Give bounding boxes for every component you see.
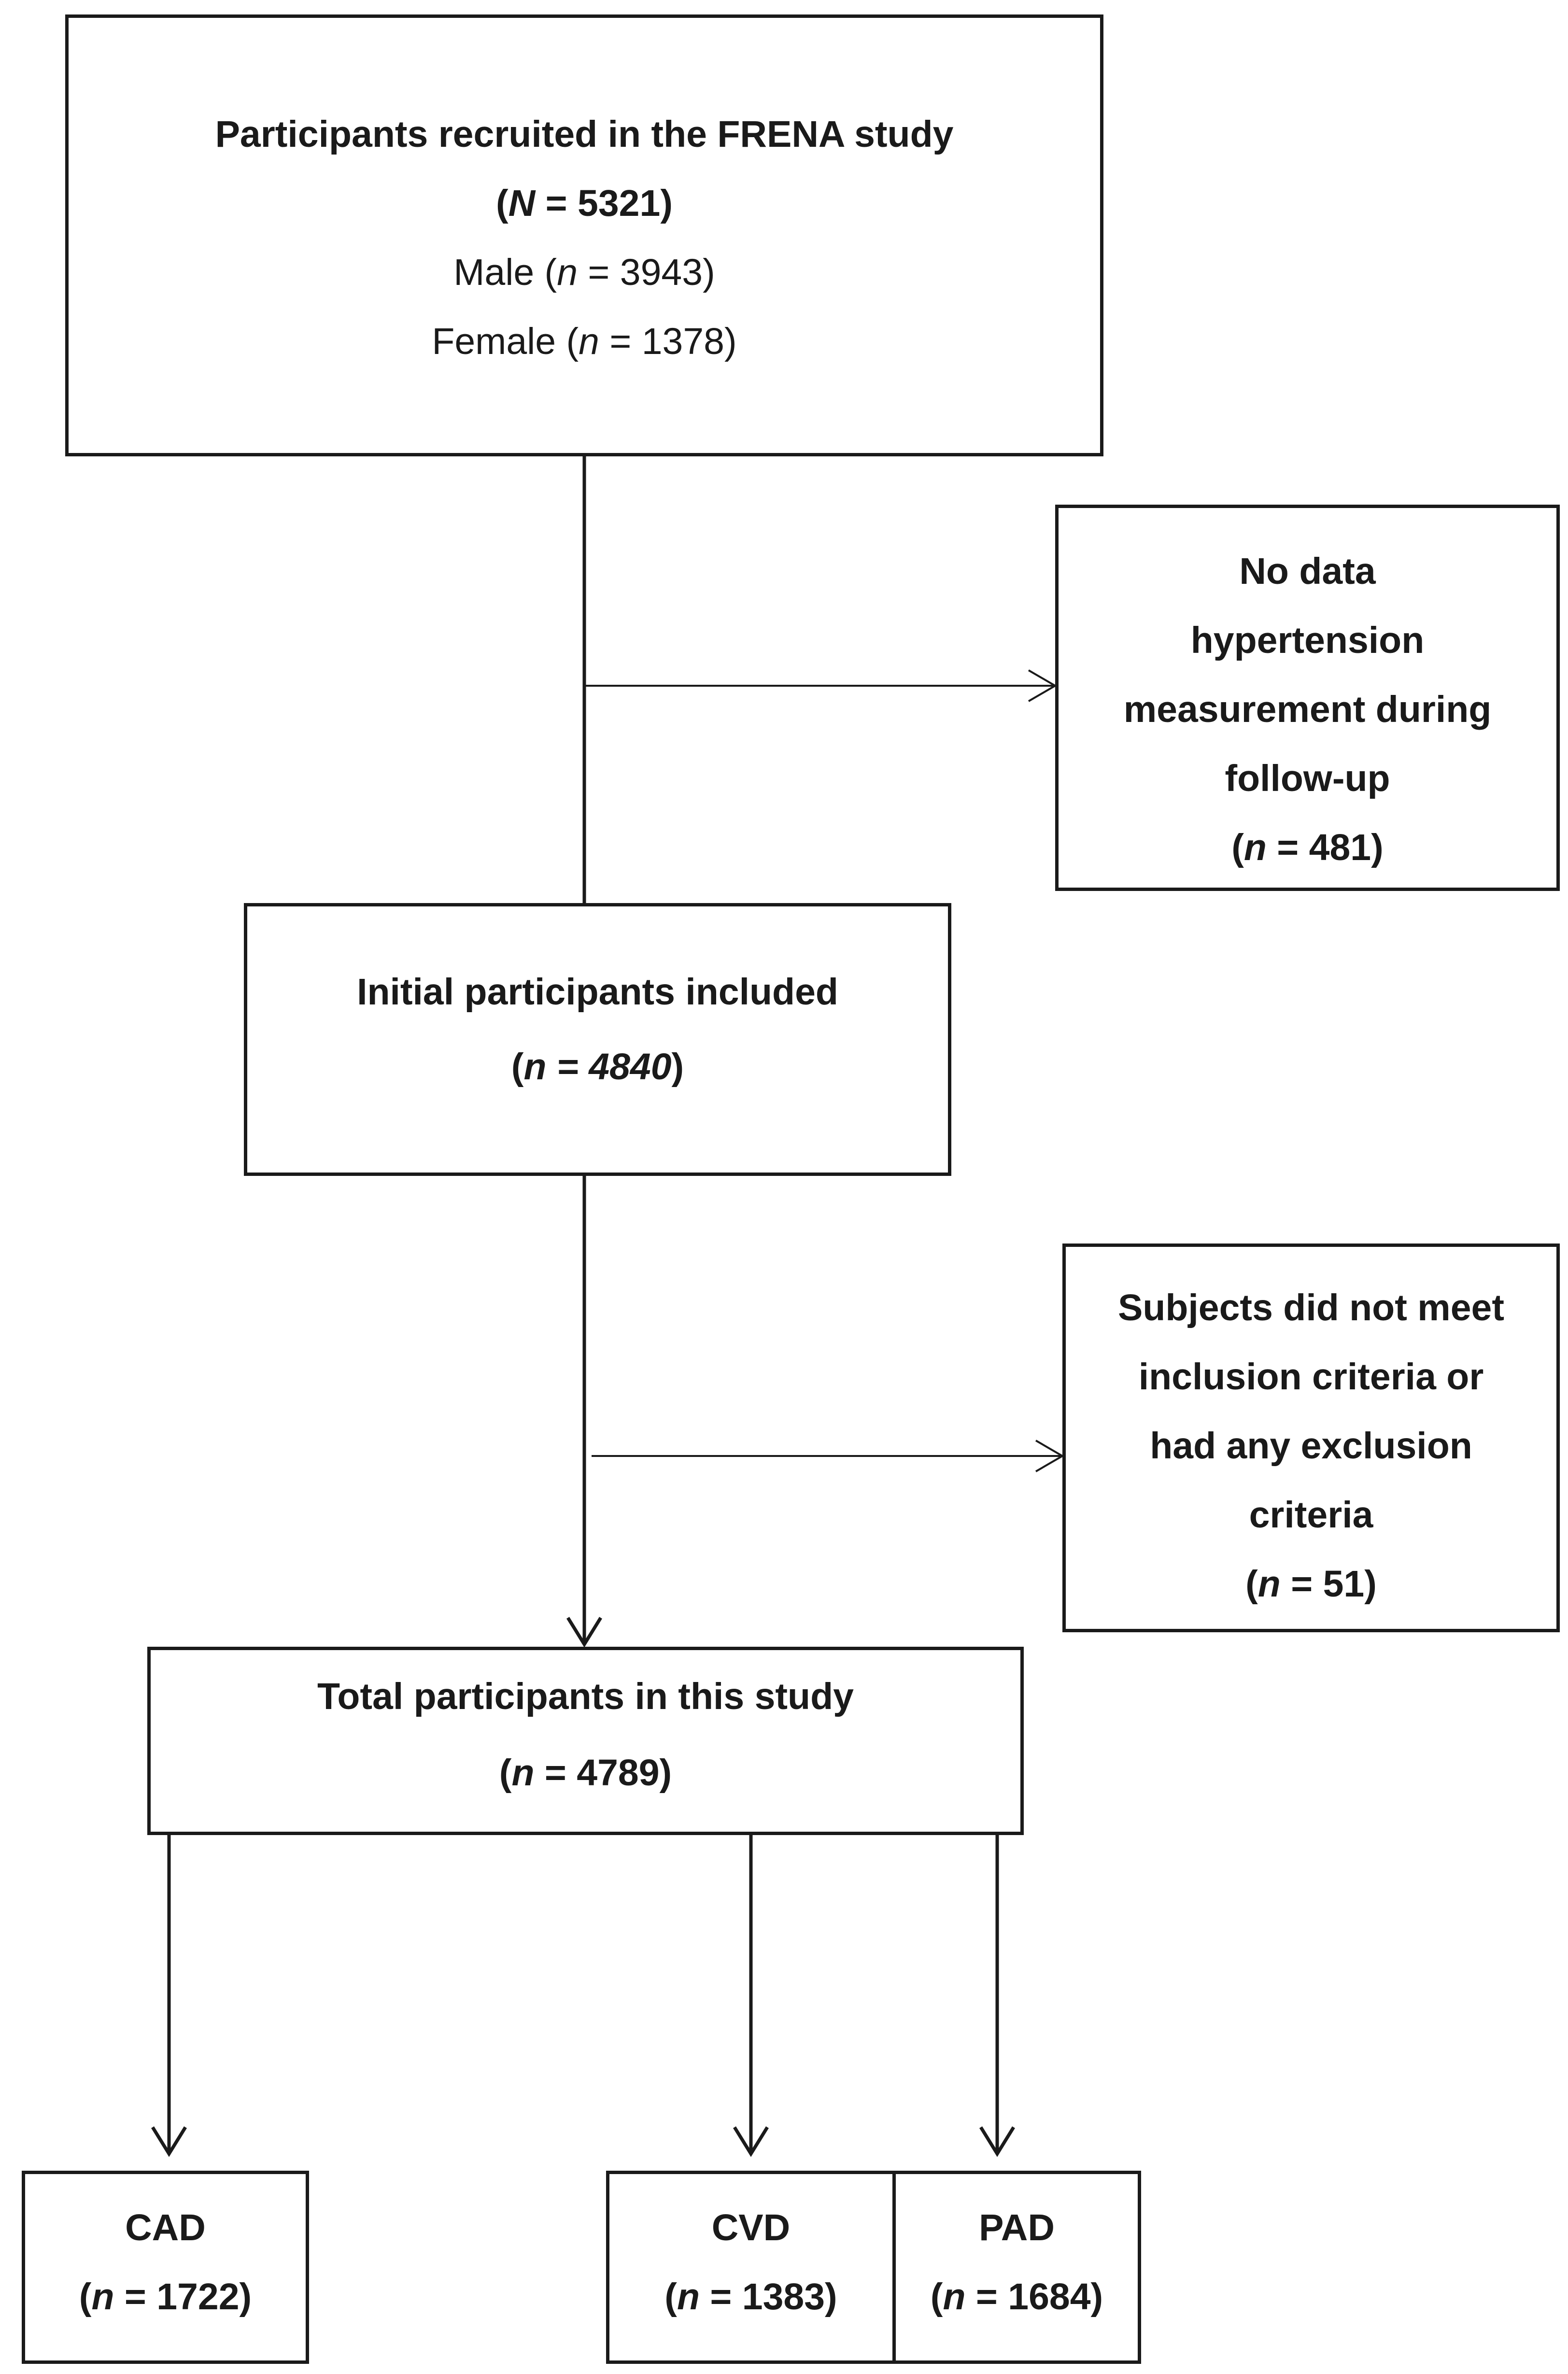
recruited-total: (N = 5321)	[496, 183, 673, 224]
recruited-box: Participants recruited in the FRENA stud…	[65, 14, 1103, 456]
exclusion-1-line: hypertension	[1190, 620, 1425, 661]
cvd-title: CVD	[711, 2207, 791, 2248]
exclusion-1-line: follow-up	[1225, 758, 1390, 799]
exclusion-1-line: No data	[1239, 551, 1376, 592]
exclusion-2-line: Subjects did not meet	[1117, 1287, 1505, 1328]
cad-count: (n = 1722)	[79, 2276, 252, 2317]
arrowhead-total-to-pad	[979, 2126, 1015, 2157]
exclusion-1-count: (n = 481)	[1231, 827, 1384, 868]
cad-title: CAD	[125, 2207, 206, 2248]
total-participants-box: Total participants in this study (n = 47…	[147, 1647, 1024, 1835]
pad-box: PAD (n = 1684)	[892, 2171, 1141, 2364]
total-count: (n = 4789)	[499, 1752, 672, 1794]
initial-title: Initial participants included	[357, 971, 838, 1013]
exclusion-2-line: inclusion criteria or	[1138, 1356, 1484, 1398]
cvd-box: CVD (n = 1383)	[606, 2171, 896, 2364]
pad-title: PAD	[979, 2207, 1055, 2248]
arrowhead-initial-to-total	[566, 1617, 602, 1648]
total-title: Total participants in this study	[317, 1676, 854, 1717]
exclusion-2-count: (n = 51)	[1245, 1563, 1377, 1605]
recruited-male: Male (n = 3943)	[453, 252, 715, 293]
initial-count: (n = 4840)	[511, 1046, 684, 1088]
arrowhead-total-to-cvd	[733, 2126, 769, 2157]
exclusion-2-line: had any exclusion	[1150, 1425, 1472, 1467]
exclusion-1-line: measurement during	[1123, 689, 1492, 730]
arrowhead-total-to-cad	[151, 2126, 187, 2157]
recruited-title: Participants recruited in the FRENA stud…	[215, 113, 954, 155]
exclusion-box-no-data: No data hypertension measurement during …	[1055, 505, 1560, 891]
pad-count: (n = 1684)	[930, 2276, 1103, 2317]
cad-box: CAD (n = 1722)	[22, 2171, 309, 2364]
recruited-female: Female (n = 1378)	[432, 321, 737, 362]
cvd-count: (n = 1383)	[664, 2276, 837, 2317]
initial-participants-box: Initial participants included (n = 4840)	[244, 903, 951, 1176]
exclusion-2-line: criteria	[1249, 1494, 1373, 1536]
exclusion-box-criteria: Subjects did not meet inclusion criteria…	[1062, 1244, 1560, 1632]
